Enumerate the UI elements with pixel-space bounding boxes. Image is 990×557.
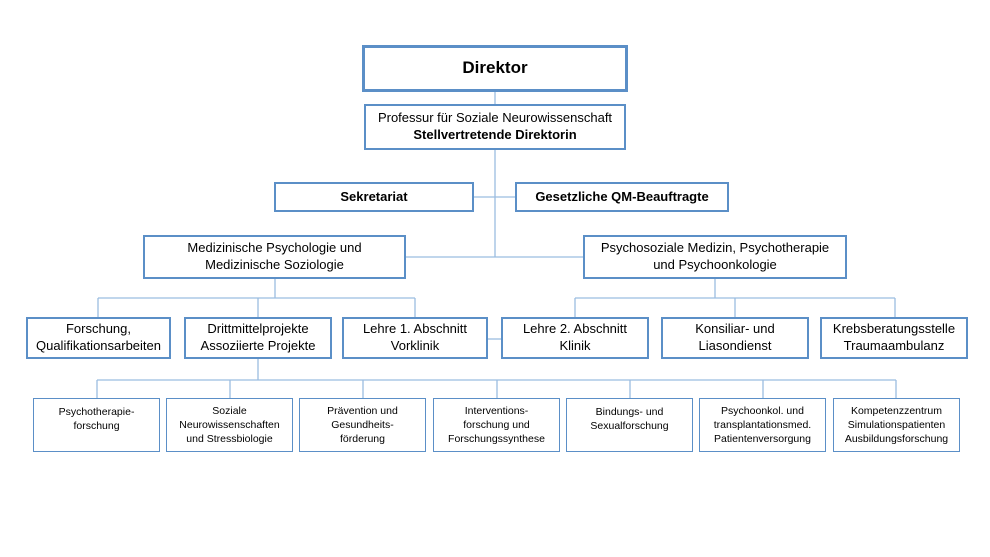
project-line: und Stressbiologie bbox=[186, 433, 273, 446]
project-line: Psychoonkol. und bbox=[721, 404, 804, 417]
division-line1: Psychosoziale Medizin, Psychotherapie bbox=[600, 240, 830, 256]
project-box-soziale-neuro: Soziale Neurowissenschaften und Stressbi… bbox=[166, 398, 293, 452]
unit-box-lehre-1: Lehre 1. Abschnitt Vorklinik bbox=[342, 317, 488, 359]
unit-line2: Traumaambulanz bbox=[843, 338, 945, 353]
project-line: Simulationspatienten bbox=[847, 418, 946, 431]
unit-line1: Krebsberatungsstelle bbox=[832, 321, 956, 337]
project-box-kompetenzzentrum: Kompetenzzentrum Simulationspatienten Au… bbox=[833, 398, 960, 452]
deputy-line2: Stellvertretende Direktorin bbox=[413, 127, 577, 142]
unit-line1: Forschung, bbox=[65, 321, 132, 337]
unit-line2: Qualifikationsarbeiten bbox=[35, 338, 162, 353]
division-line2: und Psychoonkologie bbox=[653, 257, 777, 272]
qm-beauftragte-label: Gesetzliche QM-Beauftragte bbox=[535, 188, 709, 204]
project-line: Bindungs- und bbox=[595, 406, 664, 418]
unit-line2: Vorklinik bbox=[390, 338, 440, 353]
unit-box-lehre-2: Lehre 2. Abschnitt Klinik bbox=[501, 317, 649, 359]
unit-line1: Drittmittelprojekte bbox=[207, 321, 309, 337]
qm-beauftragte-box: Gesetzliche QM-Beauftragte bbox=[515, 182, 729, 212]
unit-line2: Assoziierte Projekte bbox=[200, 338, 316, 353]
deputy-line1: Professur für Soziale Neurowissenschaft bbox=[377, 110, 613, 126]
project-line: forschung bbox=[73, 420, 120, 433]
project-box-bindung: Bindungs- und Sexualforschung bbox=[566, 398, 693, 452]
unit-line2: Liasondienst bbox=[698, 338, 772, 353]
deputy-box: Professur für Soziale Neurowissenschaft … bbox=[364, 104, 626, 150]
sekretariat-box: Sekretariat bbox=[274, 182, 474, 212]
project-line: Soziale bbox=[212, 404, 247, 417]
project-line: Kompetenzzentrum bbox=[850, 404, 943, 417]
unit-line1: Konsiliar- und bbox=[695, 321, 775, 337]
division-box-med-psych: Medizinische Psychologie und Medizinisch… bbox=[143, 235, 406, 279]
project-line: Forschungssynthese bbox=[448, 433, 545, 446]
project-line: Ausbildungsforschung bbox=[844, 433, 949, 446]
unit-line2: Klinik bbox=[559, 338, 591, 353]
unit-line1: Lehre 2. Abschnitt bbox=[522, 321, 628, 337]
project-line: Interventions- bbox=[464, 404, 529, 417]
project-line: Prävention und bbox=[327, 404, 398, 417]
project-line: förderung bbox=[340, 433, 385, 446]
division-line1: Medizinische Psychologie und bbox=[187, 240, 362, 256]
project-box-interventions: Interventions- forschung und Forschungss… bbox=[433, 398, 560, 452]
director-label: Direktor bbox=[462, 58, 528, 78]
division-box-psychosomatik: Psychosoziale Medizin, Psychotherapie un… bbox=[583, 235, 847, 279]
project-box-psychotherapie: Psychotherapie- forschung bbox=[33, 398, 160, 452]
unit-box-forschung: Forschung, Qualifikationsarbeiten bbox=[26, 317, 171, 359]
unit-box-krebsberatung: Krebsberatungsstelle Traumaambulanz bbox=[820, 317, 968, 359]
project-line: Sexualforschung bbox=[590, 420, 669, 433]
unit-box-drittmittel: Drittmittelprojekte Assoziierte Projekte bbox=[184, 317, 332, 359]
project-box-psychoonkol: Psychoonkol. und transplantationsmed. Pa… bbox=[699, 398, 826, 452]
project-line: Neurowissenschaften bbox=[179, 418, 280, 431]
project-box-praevention: Prävention und Gesundheits- förderung bbox=[299, 398, 426, 452]
director-box: Direktor bbox=[362, 45, 628, 92]
unit-line1: Lehre 1. Abschnitt bbox=[362, 321, 468, 337]
project-line: transplantationsmed. bbox=[713, 418, 812, 431]
sekretariat-label: Sekretariat bbox=[340, 188, 408, 204]
project-line: Patientenversorgung bbox=[714, 433, 811, 446]
project-line: Psychotherapie- bbox=[58, 406, 135, 418]
division-line2: Medizinische Soziologie bbox=[205, 257, 344, 272]
project-line: Gesundheits- bbox=[331, 418, 394, 431]
unit-box-konsiliar: Konsiliar- und Liasondienst bbox=[661, 317, 809, 359]
project-line: forschung und bbox=[463, 418, 530, 431]
